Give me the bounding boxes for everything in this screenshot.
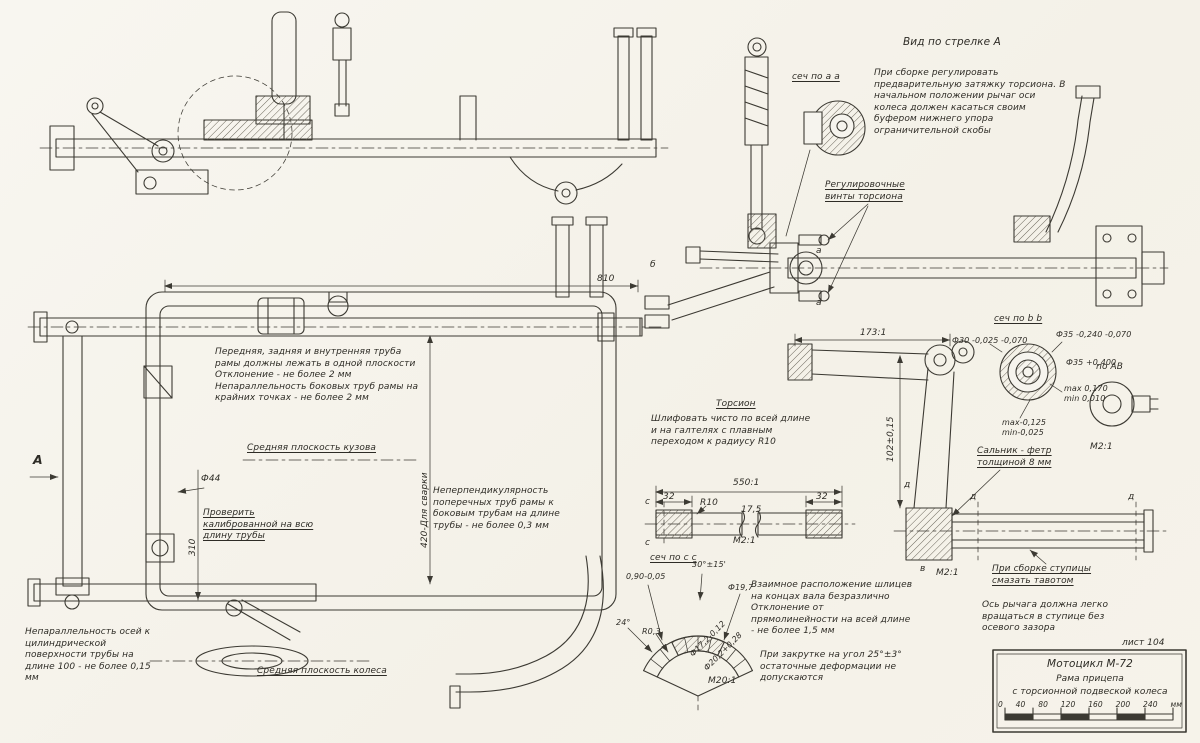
parallel-axes-note: Непараллельность осей к цилиндрической п… <box>25 627 151 684</box>
scale-ruler-numbers: 0 40 80 120 160 200 240 мм <box>998 700 1182 710</box>
title-block-line1: Мотоцикл М-72 <box>1047 658 1133 670</box>
dim-32-right: 32 <box>816 492 828 502</box>
dia35-inner-dim: Ф35 +0,400 <box>1066 358 1117 367</box>
spline-position-note: Взаимное расположение шлицев на концах в… <box>751 580 913 637</box>
assembly-adjust-note: При сборке регулировать предварительную … <box>874 68 1066 136</box>
ruler-120: 120 <box>1060 700 1076 709</box>
torsion-title: Торсион <box>716 399 756 409</box>
dim-17-5: 17,5 <box>741 505 762 515</box>
mid-plane-body-label: Средняя плоскость кузова <box>247 443 376 453</box>
section-cc-label: сеч по с с <box>650 553 697 563</box>
mark-b: б <box>650 260 656 270</box>
mark-c-bottom: с <box>645 538 651 548</box>
ruler-40: 40 <box>1015 700 1026 709</box>
title-block-frame <box>992 649 1187 733</box>
dia44-dim: Ф44 <box>201 474 221 484</box>
mark-a-bottom: а <box>816 298 822 308</box>
mark-c-top: с <box>645 497 651 507</box>
spline-dim-090: 0,90-0,05 <box>626 572 666 581</box>
hub-grease-note: При сборке ступицы смазать тавотом <box>992 564 1092 586</box>
rear-axle-view-drawing <box>644 37 1169 329</box>
section-arrow-a-label: А <box>33 452 43 467</box>
frame-alignment-note: Передняя, задняя и внутренняя труба рамы… <box>215 347 419 404</box>
title-block-line2: Рама прицепа <box>1056 674 1124 684</box>
max-min-clearance-1: max 0,170 min 0,010 <box>1064 384 1108 404</box>
side-view-drawing <box>39 11 669 298</box>
dim-420-weld: 420-Для сварки <box>420 472 430 548</box>
shaft-mark-right: д <box>1128 492 1135 502</box>
sheet-number: лист 104 <box>1122 638 1165 648</box>
ruler-80: 80 <box>1038 700 1048 709</box>
dim-173: 173:1 <box>860 328 887 338</box>
frame-top-view-drawing <box>27 279 663 709</box>
scale-m21-lever: М2:1 <box>936 568 959 578</box>
mark-d: д <box>904 480 911 490</box>
torsion-bar-drawing <box>644 485 856 547</box>
seal-felt-note: Сальник - фетр толщиной 8 мм <box>977 446 1052 468</box>
ruler-160: 160 <box>1088 700 1103 709</box>
view-ab-label: по АВ <box>1096 362 1124 372</box>
view-ab-drawing <box>1089 381 1159 427</box>
ruler-240: 240 <box>1143 700 1158 709</box>
section-bb-drawing <box>989 341 1063 419</box>
title-block-line3: с торсионной подвеской колеса <box>1012 687 1168 697</box>
section-bb-label: сеч по b b <box>994 314 1043 324</box>
section-cc-drawing <box>627 573 753 713</box>
axis-rotation-note: Ось рычага должна легко вращаться в ступ… <box>982 600 1109 634</box>
lever-detail-drawing <box>787 333 1167 565</box>
scale-m20: М20:1 <box>708 676 737 686</box>
mark-a-top: а <box>816 246 822 256</box>
torsion-grind-note: Шлифовать чисто по всей длине и на галте… <box>651 414 811 448</box>
mid-plane-wheel-label: Средняя плоскость колеса <box>257 666 387 676</box>
dia30-dim: Ф30 -0,025 -0,070 <box>952 336 1028 345</box>
mark-v: в <box>920 564 926 574</box>
dim-r10: R10 <box>700 498 719 508</box>
twist-deformation-note: При закрутке на угол 25°±3° остаточные д… <box>760 650 902 684</box>
spline-dim-24deg: 24° <box>616 618 631 627</box>
scale-m21-ab: М2:1 <box>1090 442 1113 452</box>
spline-dia-197: Ф19,7 <box>728 583 754 592</box>
dim-810: 810 <box>597 274 615 284</box>
ruler-200: 200 <box>1115 700 1131 709</box>
dim-550: 550:1 <box>733 478 760 488</box>
scale-m21-torsion: М2:1 <box>733 536 756 546</box>
dim-102: 102±0,15 <box>886 416 896 462</box>
spline-dim-30deg: 30°±15' <box>692 560 726 569</box>
shaft-mark-left: д <box>970 492 977 502</box>
spline-dim-r03: R0,3 <box>642 627 661 636</box>
dia35-outer-dim: Ф35 -0,240 -0,070 <box>1056 330 1132 339</box>
ruler-0: 0 <box>998 700 1003 709</box>
max-min-clearance-2: max-0,125 min-0,025 <box>1002 418 1047 438</box>
dim-32-left: 32 <box>663 492 675 502</box>
adjust-screws-label: Регулировочные винты торсиона <box>825 180 905 202</box>
ruler-mm: мм <box>1170 700 1182 709</box>
dim-310: 310 <box>188 538 198 556</box>
perpendicularity-note: Неперпендикулярность поперечных труб рам… <box>433 486 560 531</box>
check-tube-note: Проверить калиброванной на всю длину тру… <box>203 508 314 542</box>
view-arrow-a-title: Вид по стрелке А <box>903 36 1001 48</box>
section-aa-label: сеч по а а <box>792 72 840 82</box>
